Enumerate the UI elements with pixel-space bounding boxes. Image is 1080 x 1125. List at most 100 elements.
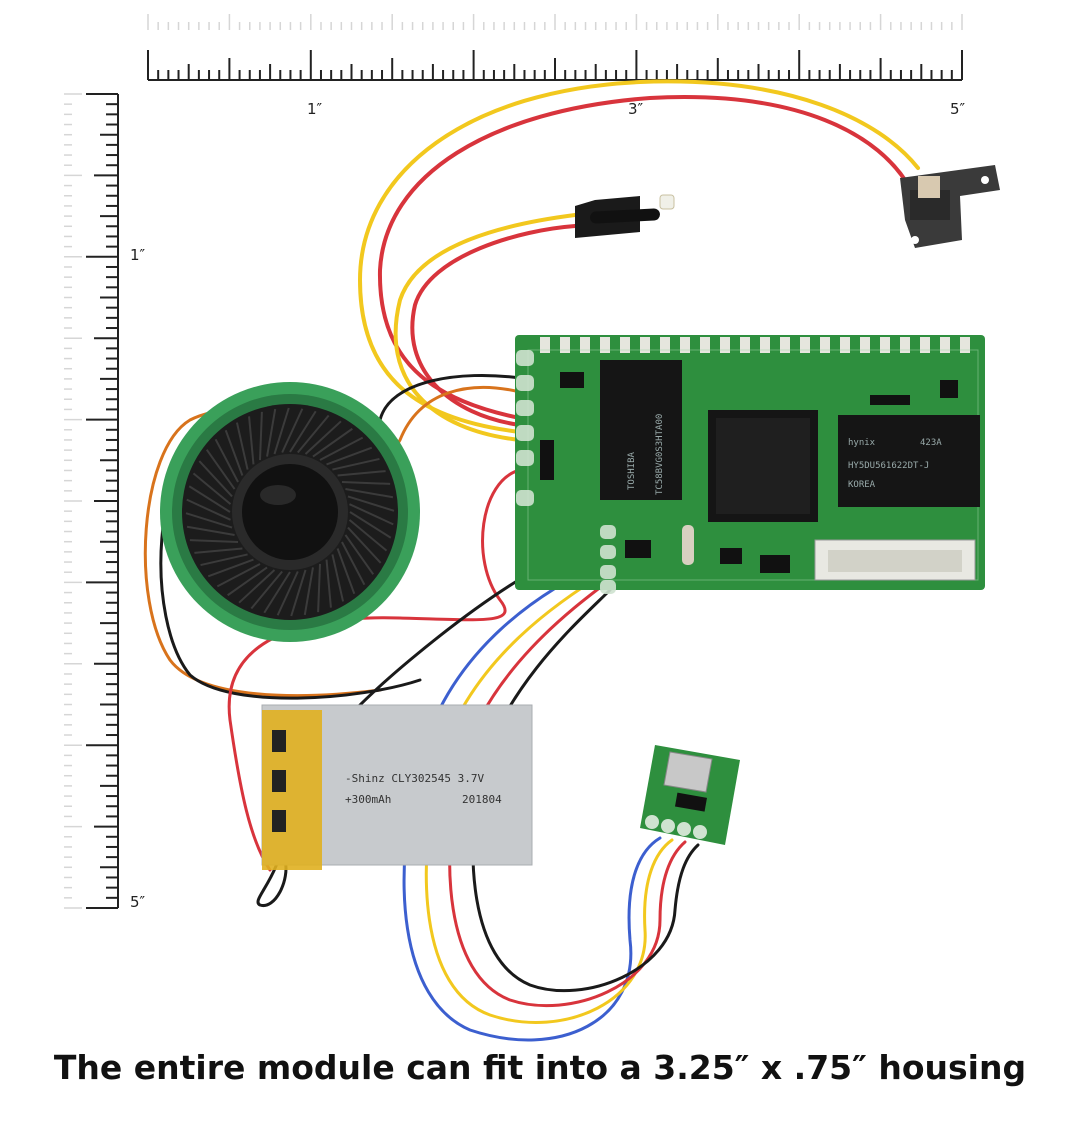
speaker-rib <box>263 571 291 614</box>
speaker-rib <box>345 488 394 499</box>
pcb-edge-pad <box>720 337 730 353</box>
pcb-edge-pad <box>880 337 890 353</box>
speaker-rib <box>337 470 386 477</box>
speaker-rib <box>238 569 276 604</box>
speaker-rib <box>259 411 263 461</box>
speaker-rib <box>290 569 307 617</box>
pcb-edge-pad <box>620 337 630 353</box>
battery-label-line2: +300mAh <box>345 793 391 806</box>
toshiba-chip-label: TOSHIBA <box>627 451 637 490</box>
pcb-edge-pad <box>960 337 970 353</box>
speaker-rib <box>186 525 235 536</box>
solder-joint <box>516 375 534 391</box>
svg-text:HY5DU561622DT-J: HY5DU561622DT-J <box>848 461 929 471</box>
solder-joint <box>516 400 534 416</box>
speaker-rib <box>281 408 304 453</box>
pcb-edge-pad <box>820 337 830 353</box>
speaker-rib <box>304 420 342 455</box>
solder-joint <box>600 525 616 539</box>
speaker-rib <box>189 539 239 543</box>
pcb-edge-pad <box>940 337 950 353</box>
speaker-rib <box>331 554 345 602</box>
left-ruler <box>86 93 119 909</box>
pcb-edge-pad <box>560 337 570 353</box>
pcb-edge-pad <box>540 337 550 353</box>
speaker-rib <box>250 570 283 610</box>
pcb-edge-pad <box>680 337 690 353</box>
solder-joint <box>600 545 616 559</box>
pcb-edge-pad <box>660 337 670 353</box>
speaker-rib <box>227 566 268 597</box>
pcb-edge-pad <box>920 337 930 353</box>
top-ruler-label-3in: 3″ <box>628 100 644 118</box>
speaker-rib <box>188 485 231 513</box>
speaker-rib <box>235 422 249 470</box>
speaker-rib <box>200 553 248 567</box>
pcb-edge-pad <box>580 337 590 353</box>
speaker <box>160 382 420 642</box>
pcb-edge-pad <box>900 337 910 353</box>
pcb-edge-pad <box>640 337 650 353</box>
battery: -Shinz CLY302545 3.7V +300mAh 201804 <box>261 704 533 870</box>
speaker-rib <box>198 460 233 498</box>
pcb-edge-pad <box>740 337 750 353</box>
pcb-edge-pad <box>700 337 710 353</box>
pcb-edge-pad <box>780 337 790 353</box>
speaker-rib <box>312 427 353 458</box>
speaker-rib <box>248 416 255 465</box>
pcb-edge-pad <box>860 337 870 353</box>
left-ruler-faint <box>64 93 82 909</box>
speaker-rib <box>297 414 330 454</box>
solder-joint <box>600 565 616 579</box>
pcb-edge-pad <box>600 337 610 353</box>
usb-board <box>640 745 740 845</box>
speaker-rib <box>347 526 382 564</box>
speaker-rib <box>349 511 392 539</box>
top-ruler-label-5in: 5″ <box>950 100 966 118</box>
speaker-rib <box>273 407 290 455</box>
led <box>575 194 675 238</box>
speaker-rib <box>332 457 380 471</box>
solder-joint <box>600 580 616 594</box>
battery-date: 201804 <box>462 793 502 806</box>
speaker-rib <box>326 446 373 466</box>
speaker-rib <box>348 519 388 552</box>
speaker-rib <box>192 472 232 505</box>
speaker-rib <box>214 438 239 483</box>
slide-switch <box>900 165 1000 248</box>
speaker-rib <box>317 563 321 613</box>
battery-label-line1: -Shinz CLY302545 3.7V <box>345 772 484 785</box>
speaker-rib <box>319 436 364 461</box>
hynix-chip-country: KOREA <box>848 480 876 490</box>
speaker-rib <box>341 481 391 485</box>
speaker-rib <box>347 495 395 512</box>
left-ruler-label-1in: 1″ <box>130 246 146 264</box>
speaker-rib <box>276 571 299 616</box>
svg-text:TC58BVG0S3HTA00: TC58BVG0S3HTA00 <box>655 414 665 495</box>
pcb-edge-pad <box>800 337 810 353</box>
main-pcb: TOSHIBA TC58BVG0S3HTA00 hynix 423A HY5DU… <box>515 335 985 594</box>
speaker-rib <box>266 408 277 457</box>
hynix-chip-sub: 423A <box>920 438 942 448</box>
speaker-rib <box>224 429 244 476</box>
top-ruler-label-1in: 1″ <box>307 100 323 118</box>
speaker-rib <box>325 559 332 608</box>
speaker-rib <box>336 548 356 595</box>
speaker-rib <box>341 541 366 586</box>
caption: The entire module can fit into a 3.25″ x… <box>53 1048 1027 1087</box>
pcb-edge-pad <box>840 337 850 353</box>
solder-joint <box>516 450 534 466</box>
speaker-rib <box>207 558 254 578</box>
pcb-edge-pad <box>760 337 770 353</box>
solder-joint <box>516 350 534 366</box>
top-ruler <box>147 50 963 81</box>
solder-joint <box>516 490 534 506</box>
solder-joint <box>516 425 534 441</box>
speaker-rib <box>344 534 375 575</box>
speaker-rib <box>216 563 261 588</box>
speaker-rib <box>185 512 233 529</box>
speaker-rib <box>303 567 314 616</box>
top-ruler-faint <box>147 14 963 30</box>
speaker-rib <box>186 498 231 521</box>
